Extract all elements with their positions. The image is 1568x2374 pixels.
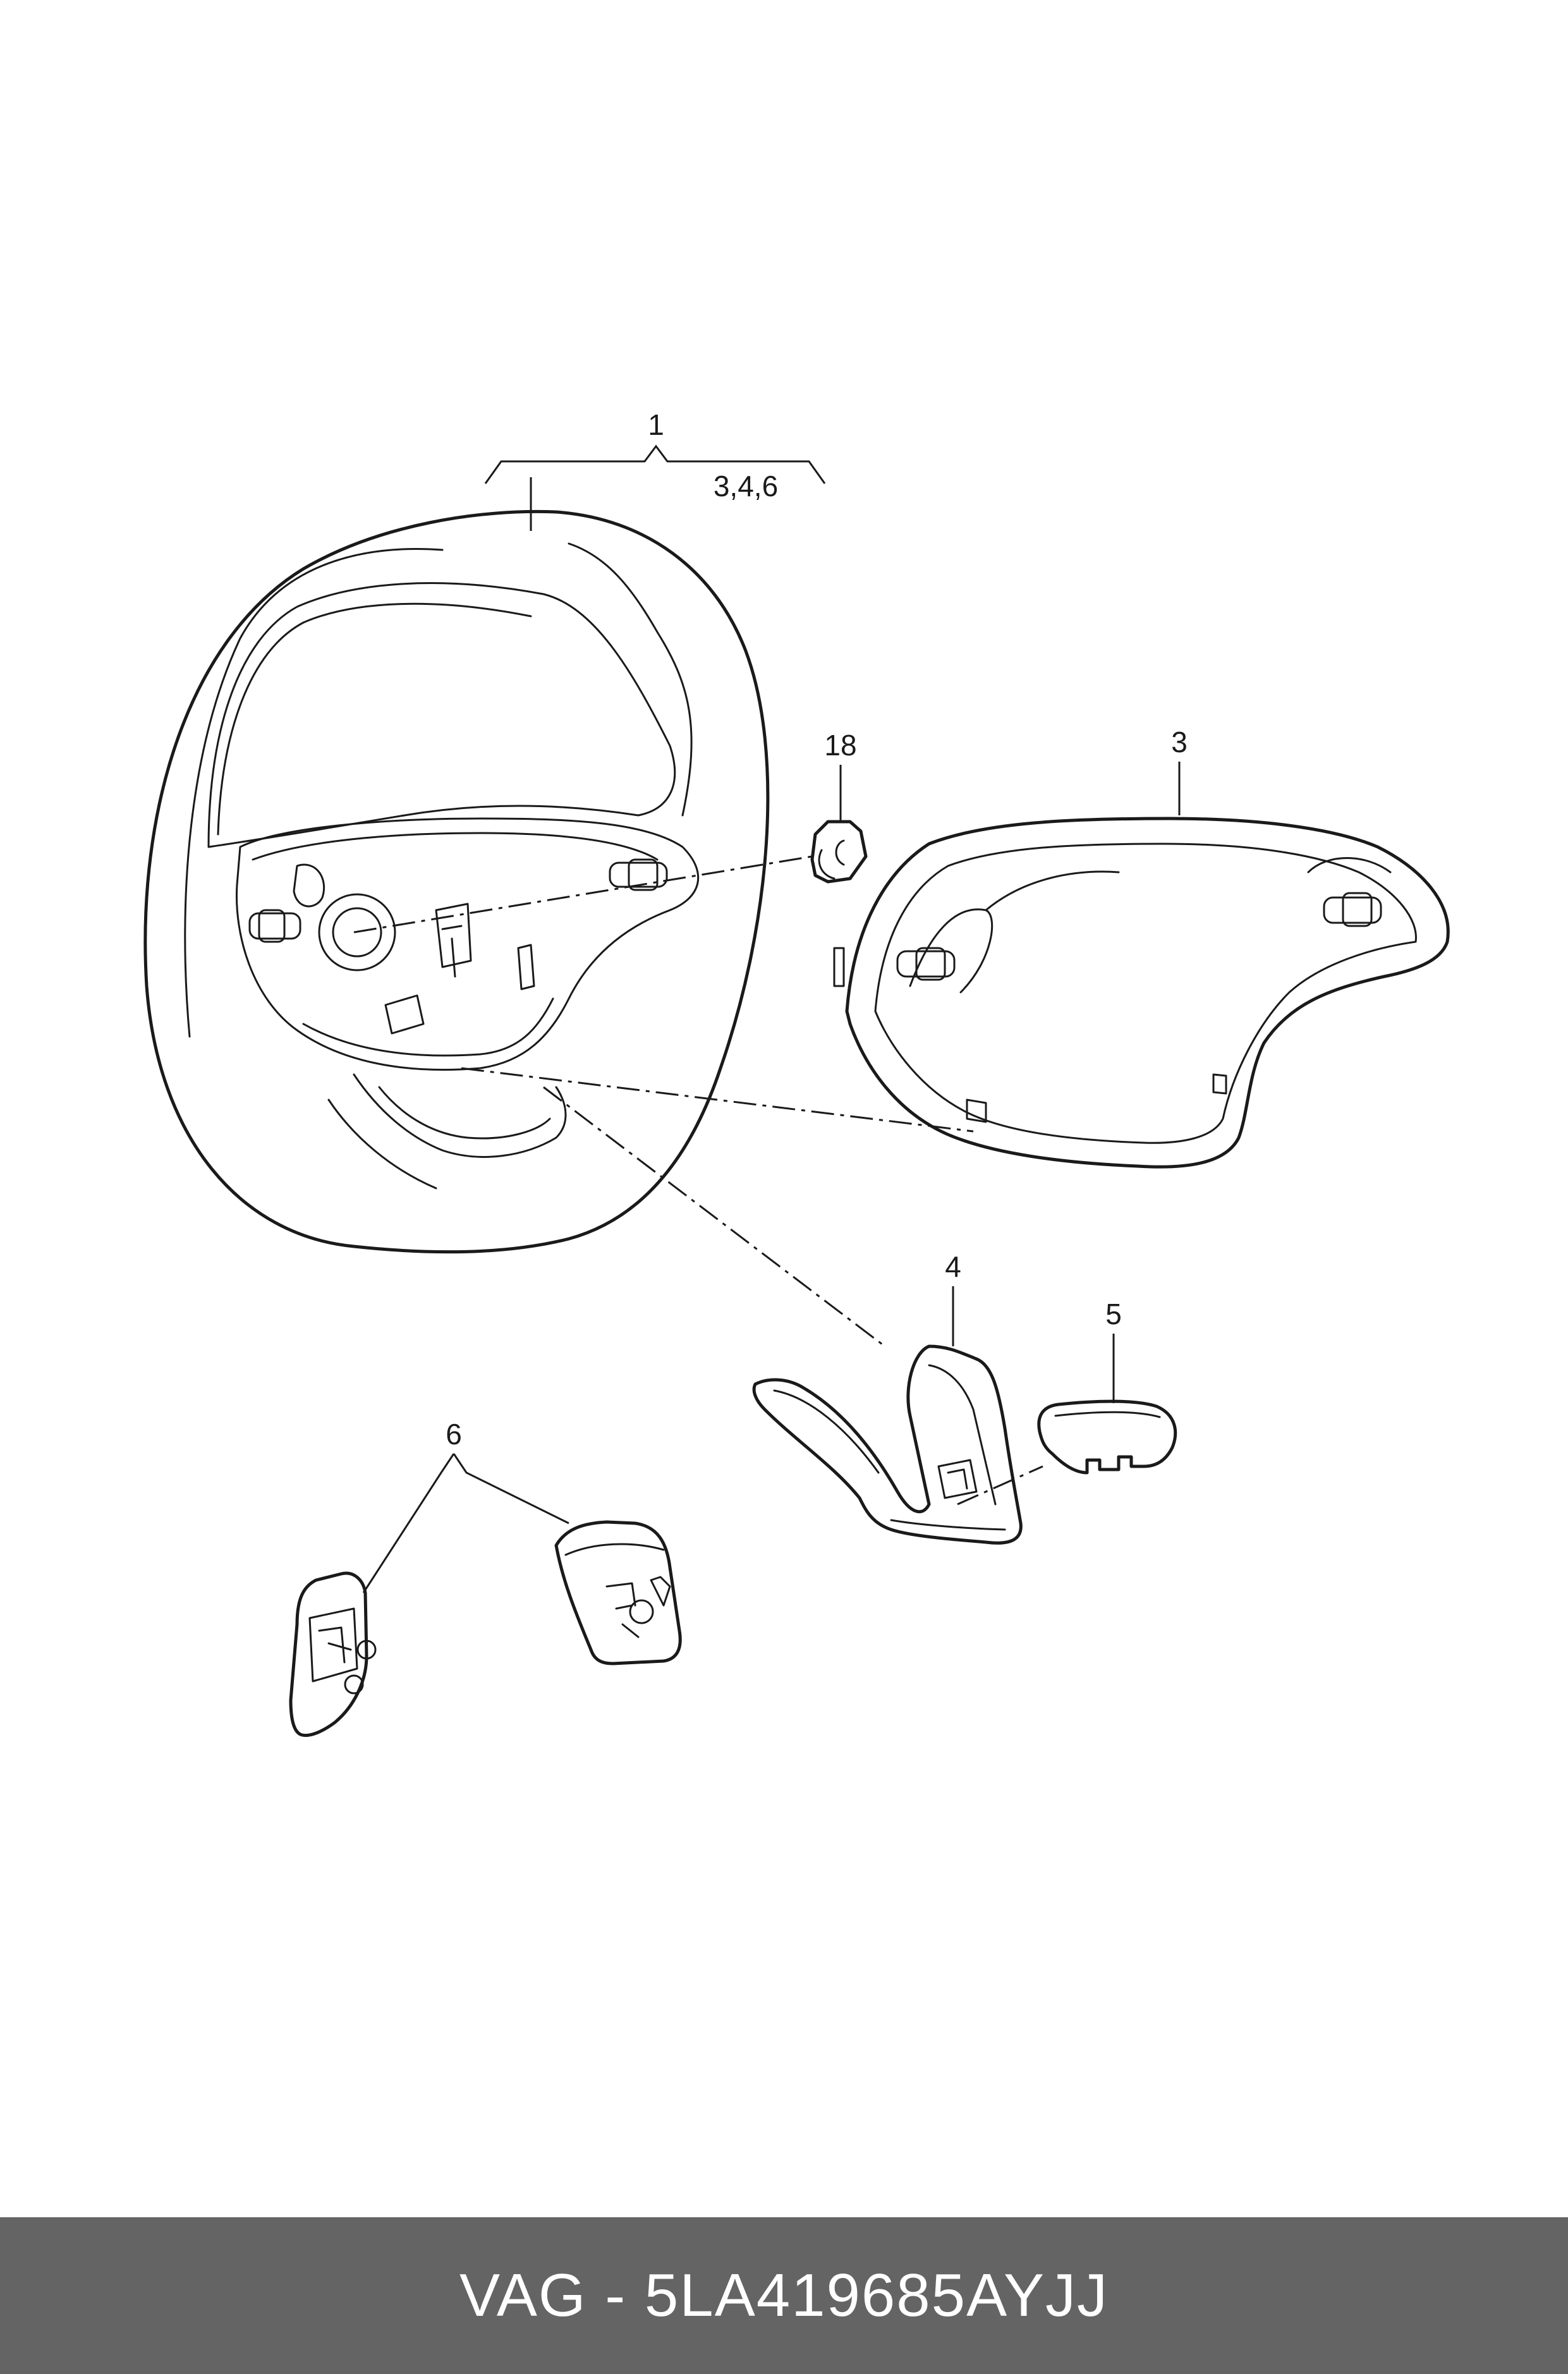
callout-3: 3 [1171, 726, 1188, 758]
button-cap [1037, 1399, 1177, 1475]
callout-3-4-6: 3,4,6 [714, 470, 778, 502]
callout-4: 4 [945, 1250, 961, 1283]
paddle-shifter-right [554, 1520, 682, 1665]
callout-18: 18 [824, 729, 856, 762]
callout-6: 6 [446, 1418, 462, 1451]
paddle-shifter-left [289, 1571, 377, 1738]
part-number-caption: VAG - 5LA419685AYJJ [459, 2261, 1109, 2329]
callout-5: 5 [1105, 1298, 1122, 1330]
exploded-parts-diagram: 1 3,4,6 18 3 4 5 6 [143, 408, 1450, 1738]
lower-trim [752, 1344, 1023, 1545]
steering-wheel [143, 509, 770, 1254]
footer-bar: VAG - 5LA419685AYJJ [0, 2217, 1568, 2374]
trim-cover [833, 817, 1450, 1169]
leader-lines [362, 444, 1181, 1593]
assembly-lines [353, 855, 1043, 1506]
clip-part [810, 820, 868, 884]
callout-1: 1 [648, 408, 664, 441]
